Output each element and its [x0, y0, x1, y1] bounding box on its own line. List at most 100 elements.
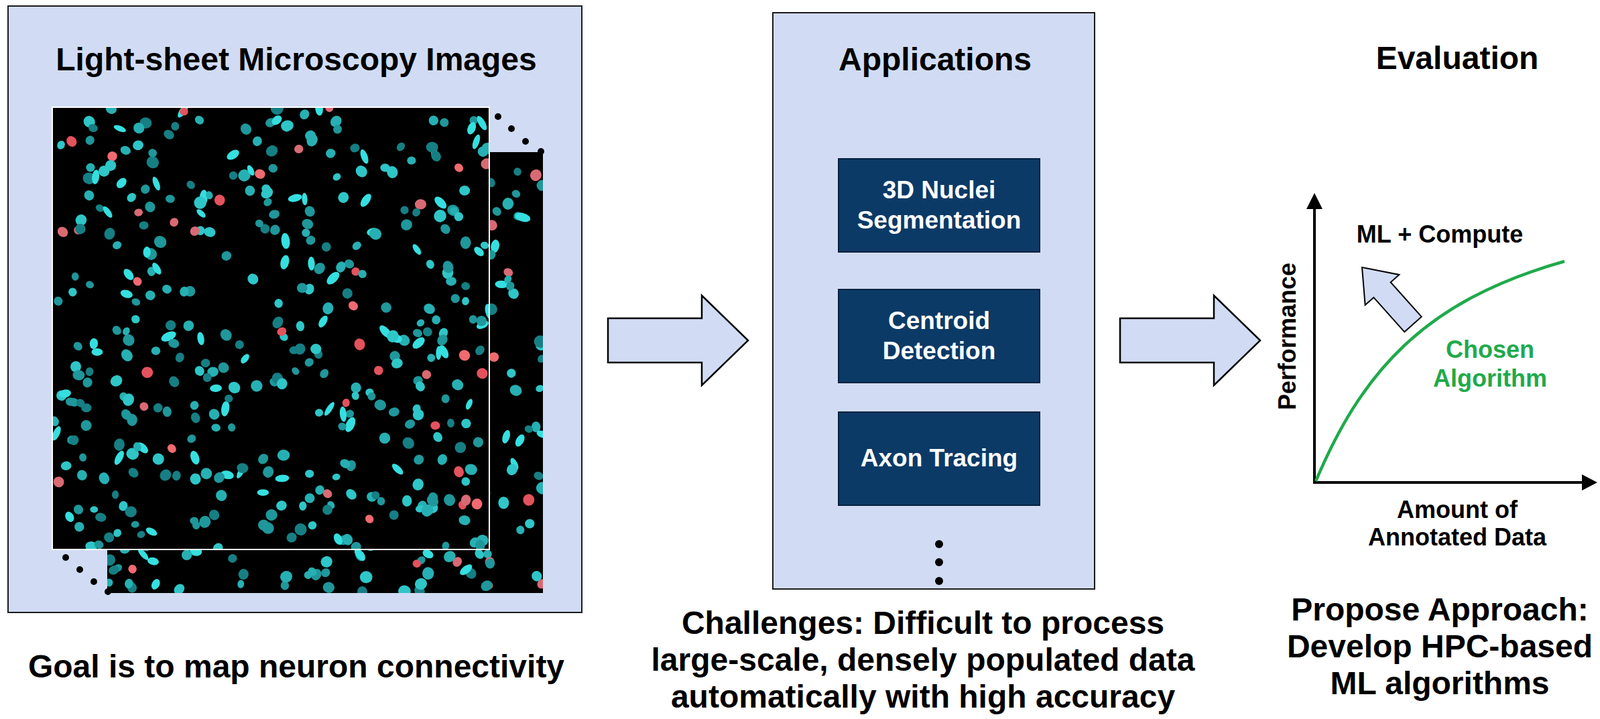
- nucleus-dot: [532, 470, 543, 482]
- nucleus-dot: [268, 107, 285, 117]
- nucleus-dot: [131, 120, 147, 137]
- nucleus-dot: [264, 143, 281, 159]
- nucleus-dot: [236, 579, 244, 590]
- axis-label: Performance: [1272, 262, 1302, 411]
- nucleus-dot: [340, 532, 355, 547]
- nucleus-dot: [441, 541, 451, 550]
- nucleus-dot: [235, 462, 249, 474]
- nucleus-dot: [290, 365, 301, 377]
- nucleus-dot: [142, 246, 151, 259]
- nucleus-dot: [286, 193, 303, 204]
- nucleus-dot: [146, 556, 160, 566]
- nucleus-dot: [336, 190, 351, 206]
- nucleus-dot: [420, 369, 432, 381]
- nucleus-dot: [321, 581, 336, 594]
- nucleus-dot: [63, 510, 76, 524]
- nucleus-dot: [227, 552, 239, 564]
- nucleus-dot: [411, 327, 424, 340]
- image-slice-front: [52, 107, 490, 550]
- nucleus-dot: [200, 357, 212, 368]
- nucleus-dot: [293, 144, 304, 154]
- nucleus-dot: [303, 128, 318, 143]
- nucleus-dot: [171, 581, 187, 594]
- nucleus-dot: [94, 512, 107, 523]
- nucleus-dot: [414, 199, 427, 211]
- nucleus-dot: [284, 530, 299, 545]
- axis-label: Amount of Annotated Data: [1356, 496, 1558, 552]
- nucleus-dot: [535, 428, 543, 440]
- nucleus-dot: [185, 178, 197, 191]
- nucleus-dot: [334, 260, 348, 275]
- nucleus-dot: [126, 413, 139, 427]
- nucleus-dot: [276, 377, 289, 391]
- nucleus-dot: [209, 384, 223, 393]
- nucleus-dot: [424, 492, 441, 509]
- nucleus-dot: [295, 320, 306, 332]
- nucleus-dot: [193, 113, 206, 127]
- nucleus-dot: [321, 504, 334, 516]
- nucleus-dot: [430, 421, 441, 431]
- nucleus-dot: [191, 520, 202, 531]
- nucleus-dot: [498, 496, 509, 510]
- nucleus-dot: [279, 119, 295, 133]
- nucleus-dot: [321, 241, 332, 252]
- nucleus-dot: [83, 134, 97, 147]
- nucleus-dot: [438, 116, 450, 129]
- nucleus-dot: [254, 218, 265, 229]
- nucleus-dot: [97, 471, 111, 486]
- nucleus-dot: [126, 465, 141, 480]
- nucleus-dot: [223, 394, 234, 404]
- nucleus-dot: [398, 217, 415, 233]
- nucleus-dot: [125, 191, 139, 204]
- nucleus-dot: [233, 338, 246, 351]
- nucleus-dot: [71, 272, 80, 281]
- nucleus-dot: [425, 352, 438, 364]
- nucleus-dot: [163, 318, 178, 333]
- nucleus-dot: [459, 475, 472, 488]
- nucleus-dot: [343, 487, 359, 503]
- nucleus-dot: [465, 120, 478, 136]
- nucleus-dot: [207, 406, 222, 422]
- nucleus-dot: [162, 406, 172, 418]
- nucleus-dot: [146, 147, 159, 159]
- nucleus-dot: [338, 457, 352, 470]
- nucleus-dot: [441, 394, 451, 405]
- nucleus-dot: [142, 199, 157, 214]
- nucleus-dot: [119, 288, 134, 299]
- stack-dot: [62, 554, 70, 562]
- nucleus-dot: [238, 121, 255, 137]
- nucleus-dot: [315, 107, 324, 116]
- image-panel: Light-sheet Microscopy ImagesGoal is to …: [7, 5, 583, 614]
- nucleus-dot: [302, 204, 318, 220]
- nucleus-dot: [346, 299, 360, 313]
- nucleus-dot: [313, 483, 327, 497]
- nucleus-dot: [73, 221, 88, 236]
- nucleus-dot: [89, 506, 98, 513]
- nucleus-dot: [239, 352, 252, 366]
- nucleus-dot: [463, 462, 479, 477]
- nucleus-dot: [268, 208, 281, 220]
- nucleus-dot: [372, 363, 385, 377]
- nucleus-dot: [532, 333, 543, 350]
- nucleus-dot: [324, 107, 335, 114]
- nucleus-dot: [91, 348, 103, 357]
- nucleus-dot: [58, 388, 72, 399]
- block-arrow: [1120, 295, 1261, 386]
- nucleus-dot: [473, 343, 486, 358]
- nucleus-dot: [150, 175, 162, 192]
- nucleus-dot: [110, 324, 124, 338]
- nucleus-dot: [274, 474, 290, 483]
- nucleus-dot: [278, 254, 291, 271]
- nucleus-dot: [130, 296, 142, 307]
- nucleus-dot: [107, 552, 118, 569]
- nucleus-dot: [350, 390, 361, 402]
- nucleus-dot: [372, 398, 388, 412]
- nucleus-dot: [356, 585, 368, 594]
- nucleus-dot: [151, 401, 165, 415]
- application-box: 3D Nuclei Segmentation: [837, 158, 1041, 253]
- nucleus-dot: [331, 171, 343, 182]
- nucleus-dot: [505, 367, 518, 380]
- nucleus-dot: [55, 139, 67, 151]
- nucleus-dot: [337, 421, 348, 433]
- nucleus-dot: [457, 514, 471, 527]
